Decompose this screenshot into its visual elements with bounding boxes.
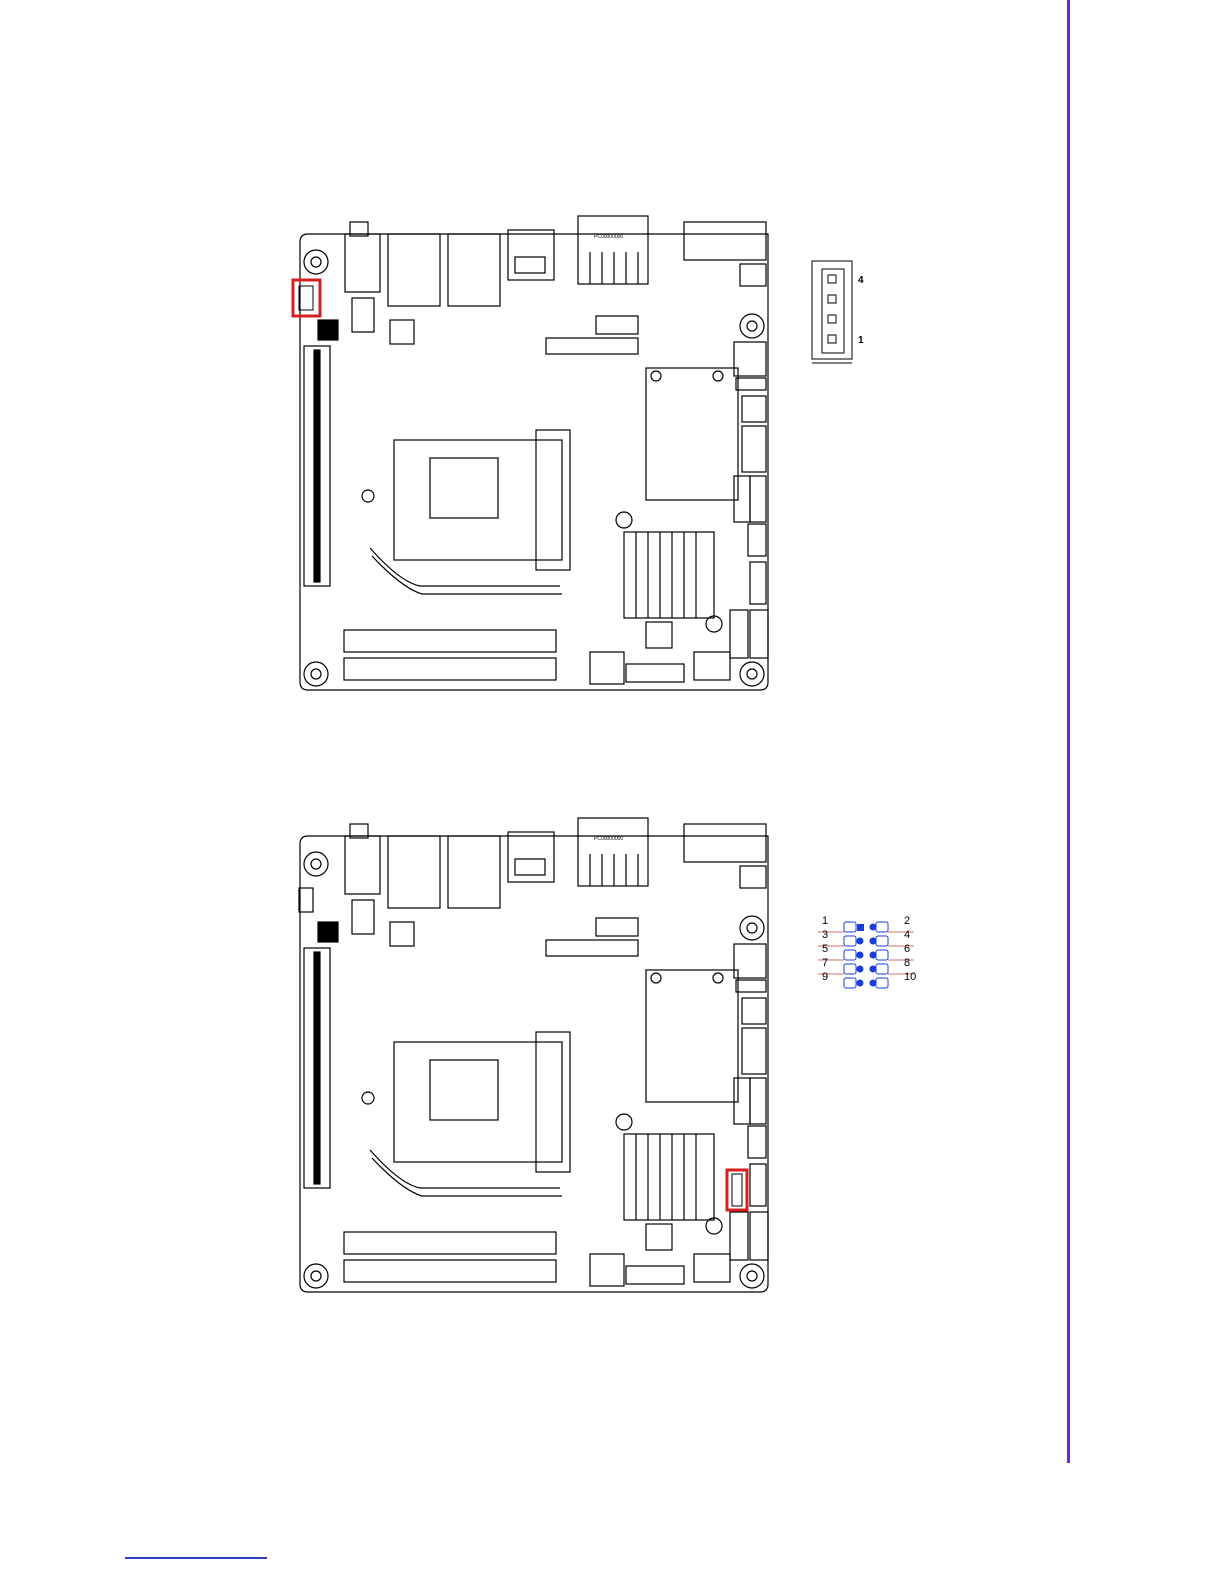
pin-label: 6 [904, 943, 910, 955]
dimm-slot-b [344, 658, 556, 680]
board-outline [300, 234, 768, 690]
atx-4pin [740, 264, 766, 286]
highlight-box [293, 280, 320, 316]
pin-label: 9 [822, 971, 828, 983]
pin-label: 4 [904, 929, 910, 941]
dimm-slot-a [344, 630, 556, 652]
pin-label: 10 [904, 971, 916, 983]
lvds-connector [546, 338, 638, 354]
motherboard-diagram-bottom: PC00000000 [290, 814, 780, 1294]
fan-connector-svg [806, 255, 886, 370]
pin-label-bottom: 1 [858, 335, 864, 347]
highlight-box [727, 1170, 747, 1210]
fan-connector-detail: 4 1 [806, 255, 886, 370]
usb-lan-stack-1 [388, 234, 440, 306]
motherboard-diagram-top: PC00000000 [290, 212, 780, 692]
motherboard-svg: PC00000000 [290, 212, 780, 692]
pin-label-top: 4 [858, 275, 864, 287]
footer-rule [125, 1557, 267, 1559]
pin-header-detail: 1 3 5 7 9 2 4 6 8 10 [814, 908, 934, 998]
pin-label: 3 [822, 929, 828, 941]
audio-block [345, 234, 380, 292]
motherboard-svg: PC00000000 [290, 814, 780, 1294]
pin-label: 7 [822, 957, 828, 969]
io-label: PC00000000 [594, 836, 623, 842]
page-right-rule [1067, 0, 1070, 1463]
pin-label: 5 [822, 943, 828, 955]
usb-lan-stack-2 [448, 234, 500, 306]
pin-header-svg [814, 908, 934, 998]
pin-label: 1 [822, 915, 828, 927]
pin-label: 2 [904, 915, 910, 927]
pin-label: 8 [904, 957, 910, 969]
dc-power-block [684, 222, 766, 260]
mini-pcie-card [646, 368, 738, 500]
chipset-heatsink [624, 532, 714, 618]
board-outline [300, 836, 768, 1292]
io-label: PC00000000 [594, 234, 623, 240]
